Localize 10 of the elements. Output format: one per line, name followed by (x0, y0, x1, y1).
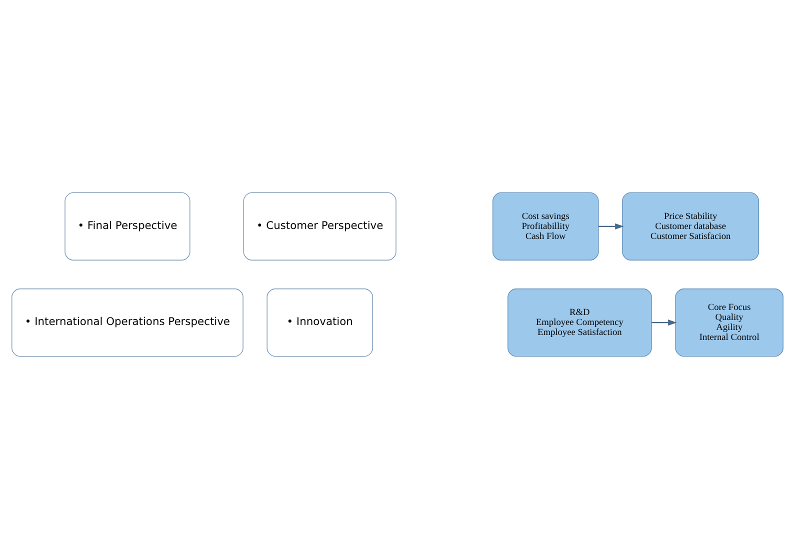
node-box: Core Focus Quality Agility Internal Control (674, 288, 783, 356)
node-box: Price Stability Customer database Customer Satisfacion (622, 192, 759, 260)
node-box: • Final Perspective (64, 192, 190, 260)
node-box: • Innovation (266, 288, 372, 356)
node-box: • Customer Perspective (242, 192, 396, 260)
arrow (598, 222, 624, 229)
arrow (651, 319, 676, 326)
node-box: R&D Employee Competency Employee Satisfaction (507, 288, 652, 356)
node-box: • International Operations Perspective (11, 288, 243, 356)
node-box: Cost savings Profitabillity Cash Flow (492, 192, 598, 260)
